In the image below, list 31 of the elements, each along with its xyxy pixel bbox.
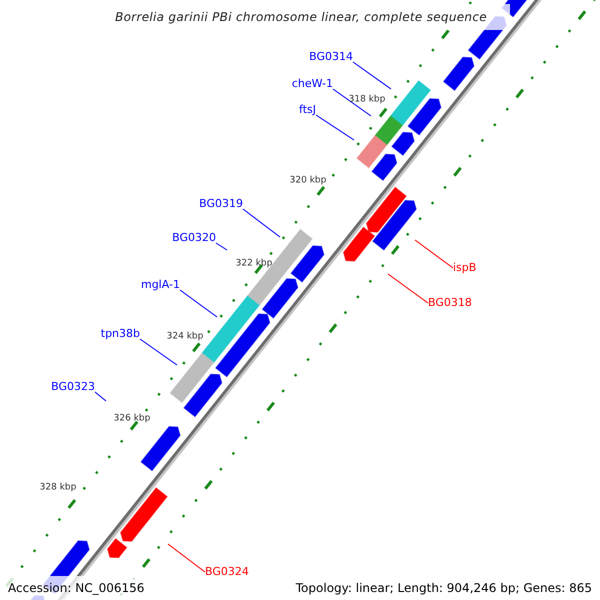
scale-label: 324 kbp xyxy=(166,332,204,342)
leader-line xyxy=(352,62,392,90)
leader-line xyxy=(414,240,454,268)
gene-label: cheW-1 xyxy=(292,77,333,91)
leader-line xyxy=(168,544,206,572)
leader-line xyxy=(316,114,354,140)
gene-label: BG0323 xyxy=(51,380,95,394)
leader-line xyxy=(180,290,218,318)
accession-text: Accession: NC_006156 xyxy=(8,580,144,597)
gene-label: BG0314 xyxy=(309,50,353,64)
leader-line xyxy=(332,88,372,116)
leader-line xyxy=(216,242,228,250)
leader-line xyxy=(388,274,428,304)
scale-label: 328 kbp xyxy=(40,482,76,494)
gene-label: mglA-1 xyxy=(140,278,180,292)
genome-info-text: Topology: linear; Length: 904,246 bp; Genes: 865 xyxy=(296,580,592,597)
scale-label: 320 kbp xyxy=(290,176,326,186)
scale-label: 322 kbp xyxy=(236,258,272,270)
leader-line xyxy=(140,338,178,366)
scale-label: 326 kbp xyxy=(114,414,150,424)
gene-label: BG0324 xyxy=(205,565,249,579)
leader-line xyxy=(94,392,106,402)
gene-label: ftsJ xyxy=(299,103,316,117)
gene-label: tpn38b xyxy=(100,327,140,341)
gene-label: ispB xyxy=(453,261,476,275)
gene-label: BG0318 xyxy=(428,296,472,310)
leader-line xyxy=(242,208,280,238)
gene-label: BG0319 xyxy=(199,197,243,211)
gene-label: BG0320 xyxy=(172,231,216,245)
scale-label: 318 kbp xyxy=(348,94,386,106)
title-text: Borrelia garinii PBi chromosome linear, complete sequence xyxy=(115,9,487,26)
